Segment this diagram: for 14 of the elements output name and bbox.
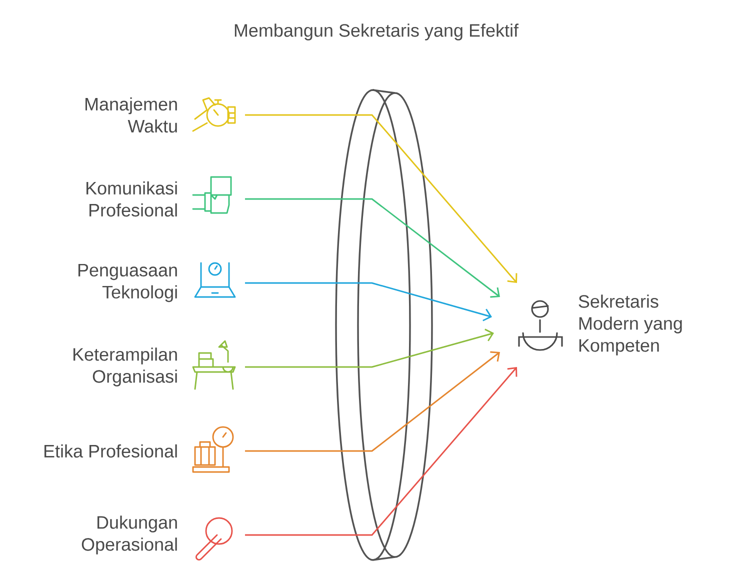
title: Membangun Sekretaris yang Efektif (234, 24, 519, 40)
arrow (245, 198, 500, 298)
item-label: Penguasaan Teknologi (78, 264, 177, 302)
item-label: Keterampilan Organisasi (74, 348, 177, 386)
arrow (245, 328, 494, 368)
item-label: Dukungan Operasional (82, 516, 177, 554)
item-label: Komunikasi Profesional (86, 181, 177, 217)
arrow (245, 351, 500, 452)
arrow (245, 367, 518, 536)
item-label: Manajemen Waktu (86, 97, 177, 133)
arrow (245, 114, 518, 283)
arrow (245, 282, 492, 322)
item-label: Etika Profesional (44, 444, 177, 458)
result-label: Sekretaris Modern yang Kompeten (578, 294, 682, 356)
